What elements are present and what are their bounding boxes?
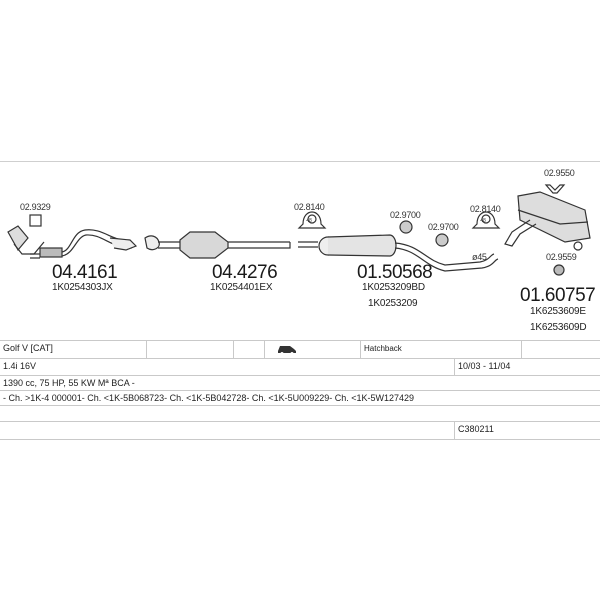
oem-number: 1K0253209BD [362, 282, 425, 293]
top-divider [0, 161, 600, 162]
empty-cell [233, 341, 264, 359]
clamp-size-label-2: 48 [480, 218, 486, 224]
engine-cell: 1.4i 16V [3, 361, 37, 371]
pipe-diameter: ø45 [472, 252, 487, 262]
fitting-number: 02.8140 [294, 202, 325, 212]
gasket-02-9329-icon [29, 214, 42, 227]
table-row-chassis: - Ch. >1K-4 000001- Ch. <1K-5B068723- Ch… [0, 390, 600, 406]
oem-number: 1K6253609D [530, 322, 587, 333]
table-row-engine: 1.4i 16V 10/03 - 11/04 [0, 358, 600, 376]
fitting-number: 02.9559 [546, 252, 577, 262]
part-number[interactable]: 04.4161 [52, 262, 118, 283]
clamp-size-label: 48 [306, 218, 312, 224]
catalytic-converter-part [144, 231, 291, 259]
model-cell: Golf V [CAT] [3, 343, 53, 353]
fitting-number: 02.9700 [428, 222, 459, 232]
table-row-code: C380211 [0, 421, 600, 440]
clamp-02-8140-icon-2 [471, 211, 501, 229]
oem-number: 1K6253609E [530, 306, 586, 317]
front-pipe-part [7, 225, 138, 259]
part-number[interactable]: 01.50568 [357, 262, 433, 283]
oem-number: 1K0254401EX [210, 282, 273, 293]
empty-cell [521, 341, 600, 359]
part-number[interactable]: 04.4276 [212, 262, 278, 283]
empty-cell [146, 341, 233, 359]
rubber-ring-02-9700-icon [399, 220, 413, 234]
fitting-number: 02.9329 [20, 202, 51, 212]
specs-cell: 1390 cc, 75 HP, 55 KW Mª BCA - [3, 378, 135, 388]
rear-silencer-part [504, 191, 591, 251]
middle-silencer-part [298, 234, 499, 272]
fitting-number: 02.8140 [470, 204, 501, 214]
body-icon-cell [264, 341, 360, 359]
rubber-ring-02-9700-icon-2 [435, 233, 449, 247]
oem-number: 1K0254303JX [52, 282, 113, 293]
dates-cell: 10/03 - 11/04 [454, 359, 600, 376]
hanger-02-9550-icon [544, 184, 566, 194]
exhaust-diagram: 48 48 [7, 184, 591, 276]
fitting-number: 02.9550 [544, 168, 575, 178]
clamp-02-8140-icon [297, 211, 327, 229]
part-number[interactable]: 01.60757 [520, 285, 596, 306]
table-row-specs: 1390 cc, 75 HP, 55 KW Mª BCA - [0, 375, 600, 391]
fitting-number: 02.9700 [390, 210, 421, 220]
hatchback-car-icon [278, 346, 296, 355]
rubber-mount-02-9559-icon [553, 264, 565, 276]
table-row-model: Golf V [CAT] Hatchback [0, 340, 600, 359]
oem-number: 1K0253209 [368, 298, 418, 309]
code-cell: C380211 [454, 422, 600, 439]
chassis-cell: - Ch. >1K-4 000001- Ch. <1K-5B068723- Ch… [3, 393, 415, 403]
table-row-empty [0, 405, 600, 422]
body-type-cell: Hatchback [360, 341, 521, 359]
